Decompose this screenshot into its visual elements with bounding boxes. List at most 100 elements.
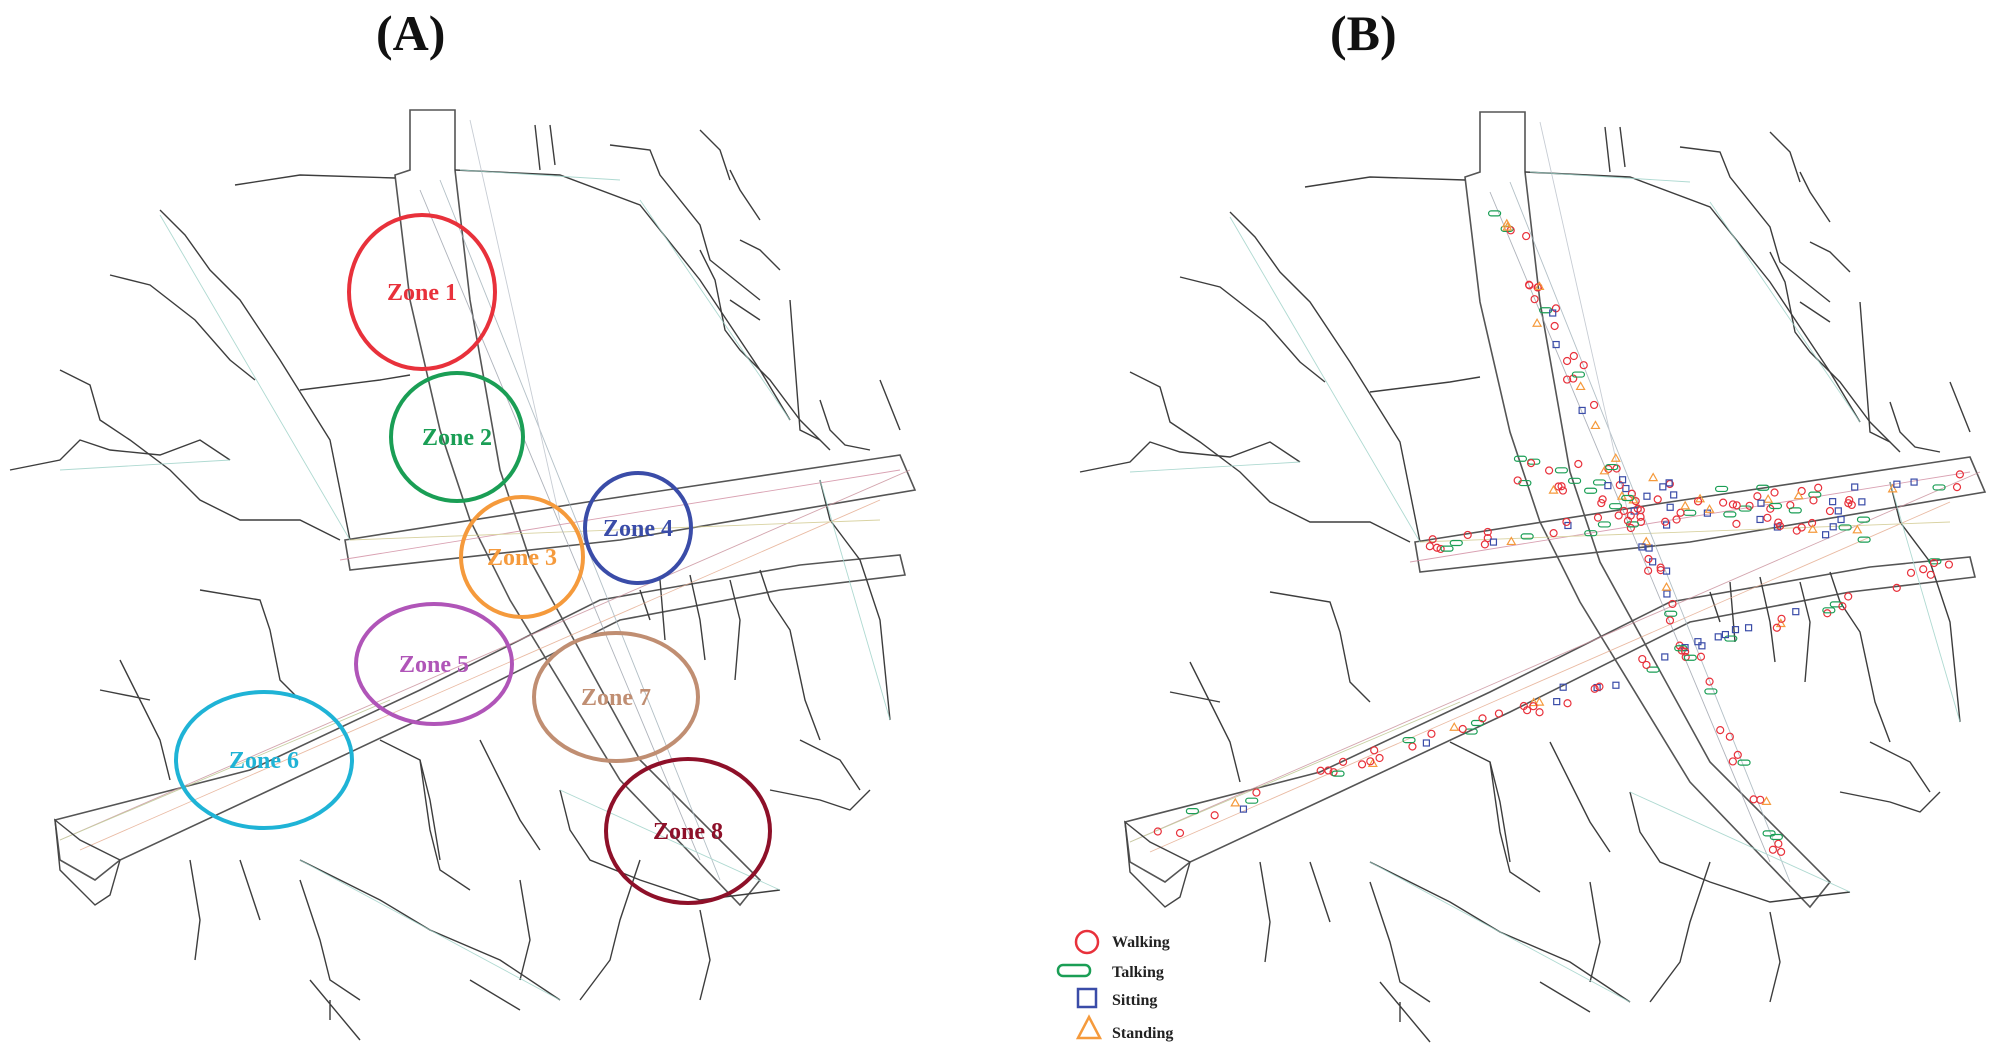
sitting-marker: [1757, 499, 1765, 507]
walking-marker: [1728, 500, 1738, 509]
walking-marker: [1626, 523, 1635, 533]
walking-marker: [1749, 795, 1758, 804]
talking-marker: [1621, 494, 1635, 502]
walking-marker: [1763, 513, 1772, 522]
standing-marker: [1501, 218, 1512, 228]
standing-marker: [1775, 618, 1786, 628]
walking-marker: [1906, 568, 1916, 577]
sitting-marker: [1239, 805, 1248, 813]
sitting-marker: [1703, 509, 1711, 517]
sitting-marker: [1552, 340, 1560, 349]
talking-marker: [1584, 530, 1598, 537]
sitting-marker: [1559, 683, 1567, 691]
talking-marker: [1520, 533, 1534, 540]
talking-marker: [1714, 485, 1729, 493]
sitting-marker: [1698, 642, 1706, 650]
zone-1-label: Zone 1: [387, 280, 457, 306]
walking-marker: [1436, 544, 1445, 554]
standing-marker: [1763, 494, 1774, 503]
sitting-marker: [1604, 482, 1612, 490]
standing-marker: [1680, 500, 1691, 510]
walking-marker: [1478, 714, 1487, 723]
sitting-marker: [1553, 698, 1561, 706]
walking-marker: [1676, 508, 1685, 517]
talking-marker: [1518, 479, 1532, 487]
talking-marker: [1567, 477, 1582, 484]
walking-marker: [1733, 750, 1742, 759]
talking-marker: [1829, 601, 1843, 608]
sitting-marker: [1549, 309, 1557, 317]
sitting-marker: [1666, 503, 1674, 511]
walking-marker: [1522, 231, 1531, 241]
talking-rounded-rect-icon: [1056, 963, 1092, 978]
walking-marker: [1579, 361, 1588, 370]
walking-marker: [1774, 518, 1783, 527]
walking-marker: [1614, 511, 1623, 520]
zone-7-ellipse: [532, 631, 700, 763]
walking-marker: [1529, 702, 1538, 711]
walking-circle-icon: [1074, 929, 1100, 955]
talking-marker: [1513, 455, 1528, 462]
standing-marker: [1532, 318, 1543, 327]
walking-marker: [1696, 652, 1706, 661]
walking-marker: [1589, 400, 1599, 410]
walking-marker: [1929, 558, 1939, 568]
walking-marker: [1756, 795, 1765, 804]
standing-marker: [1887, 483, 1898, 493]
sitting-marker: [1721, 630, 1730, 639]
talking-marker: [1704, 688, 1718, 695]
walking-marker: [1665, 616, 1675, 625]
standing-marker: [1230, 797, 1241, 807]
walking-marker: [1926, 570, 1935, 579]
standing-marker: [1590, 420, 1601, 430]
walking-marker: [1642, 660, 1651, 670]
talking-marker: [1756, 484, 1770, 491]
sitting-marker: [1622, 484, 1630, 493]
walking-marker: [1428, 535, 1437, 544]
walking-marker: [1661, 517, 1670, 526]
talking-marker: [1788, 507, 1802, 514]
walking-marker: [1656, 563, 1665, 572]
talking-marker: [1768, 502, 1783, 510]
standing-marker: [1641, 536, 1652, 546]
walking-marker: [1847, 500, 1856, 510]
legend-talking-label: Talking: [1112, 964, 1164, 981]
standing-marker: [1704, 504, 1715, 513]
walking-marker: [1463, 530, 1472, 540]
talking-marker: [1592, 479, 1607, 486]
standing-marker: [1610, 453, 1621, 462]
walking-marker: [1557, 482, 1566, 491]
talking-marker: [1440, 545, 1454, 552]
walking-marker: [1753, 492, 1762, 501]
walking-marker: [1574, 459, 1583, 469]
walking-marker: [1480, 540, 1490, 549]
sitting-marker: [1858, 498, 1866, 506]
walking-marker: [1357, 760, 1367, 769]
walking-marker: [1636, 512, 1645, 521]
walking-marker: [1598, 495, 1607, 504]
walking-marker: [1562, 356, 1572, 366]
sitting-marker: [1659, 483, 1667, 491]
walking-marker: [1776, 847, 1786, 856]
sitting-marker: [1489, 538, 1498, 546]
walking-marker: [1681, 647, 1690, 656]
walking-marker: [1545, 466, 1554, 475]
walking-marker: [1619, 506, 1629, 516]
walking-marker: [1595, 682, 1604, 691]
walking-marker: [1252, 788, 1261, 797]
zone-8-label: Zone 8: [653, 819, 723, 845]
standing-marker: [1528, 697, 1539, 707]
sitting-marker: [1834, 507, 1842, 515]
walking-marker: [1644, 566, 1653, 575]
talking-marker: [1723, 511, 1737, 518]
sitting-marker: [1792, 608, 1800, 616]
walking-marker: [1597, 498, 1606, 508]
talking-marker: [1554, 467, 1569, 474]
sitting-marker: [1618, 476, 1627, 484]
sitting-marker: [1662, 567, 1671, 575]
talking-marker: [1928, 558, 1942, 565]
zone-3-ellipse: [459, 495, 585, 619]
zone-7-label: Zone 7: [581, 685, 651, 711]
